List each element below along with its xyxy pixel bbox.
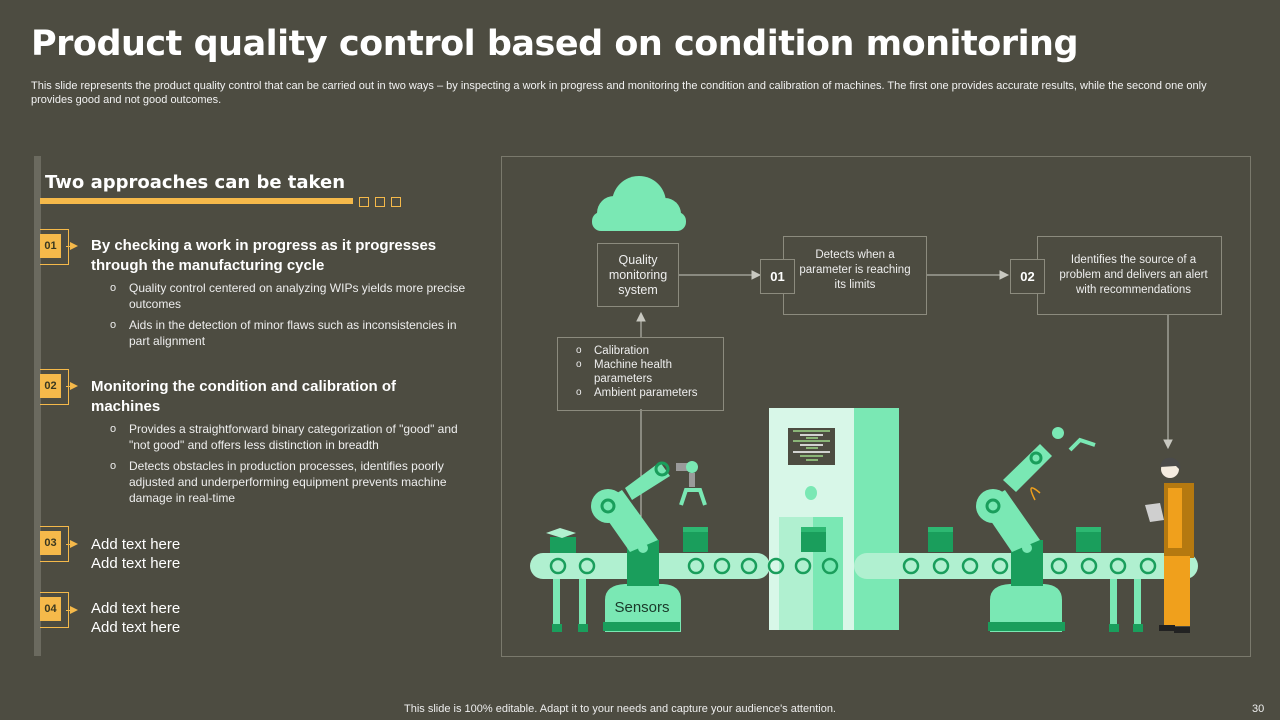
machine-cabinet (769, 408, 899, 630)
parameter-item: Machine health parameters (576, 358, 723, 386)
approach-heading-2: Monitoring the condition and calibration… (91, 378, 396, 415)
approach-bullets-2: Provides a straightforward binary catego… (110, 421, 480, 511)
section-underline (40, 198, 353, 204)
placeholder-text: Add text here (91, 600, 181, 617)
approach-bullets-1: Quality control centered on analyzing WI… (110, 280, 480, 354)
package-open-icon (546, 528, 576, 553)
package-icon (801, 527, 826, 552)
step1-box: Detects when a parameter is reaching its… (783, 236, 927, 315)
diagram-panel (501, 156, 1251, 657)
number-badge-02: 02 (40, 374, 61, 398)
placeholder-text: Add text here (91, 619, 181, 636)
tablet-icon (1145, 503, 1164, 522)
section-title: Two approaches can be taken (45, 172, 346, 193)
bullet-item: Quality control centered on analyzing WI… (110, 280, 480, 312)
package-icon (1076, 527, 1101, 552)
number-badge-03: 03 (40, 531, 61, 555)
page-number: 30 (1252, 703, 1265, 715)
step2-number: 02 (1010, 259, 1045, 294)
robot-arm-left (591, 461, 707, 632)
number-frame (40, 369, 69, 405)
number-badge-04: 04 (40, 597, 61, 621)
robot-arm-right (976, 427, 1096, 632)
decor-square (359, 197, 369, 207)
decor-square (375, 197, 385, 207)
bullet-item: Aids in the detection of minor flaws suc… (110, 317, 480, 349)
bullet-item: Detects obstacles in production processe… (110, 458, 480, 506)
parameter-item: Ambient parameters (576, 386, 723, 400)
bullet-item: Provides a straightforward binary catego… (110, 421, 480, 453)
sensors-label: Sensors (614, 599, 669, 616)
left-accent-bar (34, 156, 41, 656)
screen-icon (788, 428, 835, 465)
number-frame (40, 229, 69, 265)
arrow-head (751, 270, 762, 280)
slide-subtitle: This slide represents the product qualit… (31, 80, 1207, 106)
system-box-label: Quality monitoring system (608, 252, 668, 297)
footer-note: This slide is 100% editable. Adapt it to… (404, 703, 836, 715)
worker-figure (1145, 457, 1194, 633)
conveyor-rollers (549, 557, 1157, 575)
arrow-icon (66, 242, 78, 250)
package-icon (928, 527, 953, 552)
arrow-head (1163, 439, 1173, 450)
step2-text: Identifies the source of a problem and d… (1059, 254, 1208, 296)
parameter-item: Calibration (576, 344, 723, 358)
step2-box: Identifies the source of a problem and d… (1037, 236, 1222, 315)
slide-title: Product quality control based on conditi… (31, 24, 1079, 64)
parameters-box: Calibration Machine health parameters Am… (557, 337, 724, 411)
decor-square (391, 197, 401, 207)
cloud-icon (592, 176, 686, 231)
arrow-head (636, 311, 646, 322)
placeholder-text: Add text here (91, 555, 181, 572)
machine-light (805, 486, 817, 500)
package-icon (683, 527, 708, 552)
quality-monitoring-system-box: Quality monitoring system (597, 243, 679, 307)
arrow-head (999, 270, 1010, 280)
placeholder-text: Add text here (91, 536, 181, 553)
arrow-icon (66, 382, 78, 390)
step1-text: Detects when a parameter is reaching its… (799, 249, 911, 291)
arrow-icon (66, 606, 78, 614)
number-badge-01: 01 (40, 234, 61, 258)
approach-heading-1: By checking a work in progress as it pro… (91, 237, 437, 274)
arrow-icon (66, 540, 78, 548)
step1-number: 01 (760, 259, 795, 294)
